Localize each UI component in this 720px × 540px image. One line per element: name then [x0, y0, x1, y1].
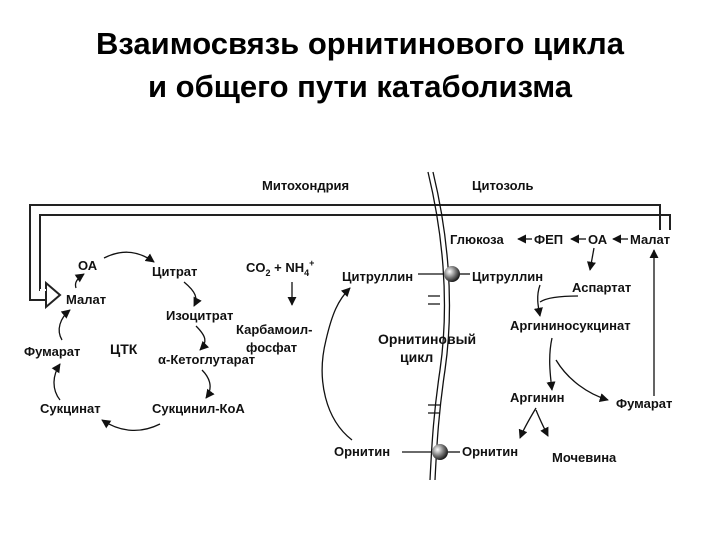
- cyto-ornithine: Орнитин: [462, 444, 518, 459]
- tca-malate: Малат: [66, 292, 106, 307]
- arrow-oa-aspartate: [586, 247, 596, 271]
- arrow-oa-citrate: [103, 251, 155, 263]
- mito-ornithine: Орнитин: [334, 444, 390, 459]
- co2-nh4-label: CO2 + NH4+: [246, 258, 314, 278]
- cyto-argininosuccinate: Аргининосукцинат: [510, 318, 631, 333]
- cyto-malate: Малат: [630, 232, 670, 247]
- arrow-ketoglutarate-succinylcoa: [201, 369, 215, 399]
- membrane-bracket-upper: [428, 295, 440, 305]
- arrow-argininosuccinate-arginine: [546, 337, 556, 391]
- tca-isocitrate: Изоцитрат: [166, 308, 233, 323]
- tca-center-label: ЦТК: [110, 341, 138, 357]
- ketoglutarate-text: -Кетоглутарат: [166, 352, 255, 367]
- arrow-fumarate-branch: [555, 359, 609, 403]
- arrow-succinate-fumarate: [51, 363, 61, 401]
- membrane-bracket-lower: [428, 404, 440, 414]
- tca-ketoglutarate: α-Кетоглутарат: [158, 352, 255, 367]
- arrow-isocitrate-ketoglutarate: [195, 325, 210, 351]
- arrow-succinylcoa-succinate: [101, 419, 161, 432]
- arrow-arginine-ornithine: [518, 407, 537, 439]
- carbamoyl-phosphate-line2: фосфат: [246, 340, 297, 355]
- cyto-aspartate: Аспартат: [572, 280, 631, 295]
- ornithine-cycle-line1: Орнитиновый: [378, 331, 476, 347]
- arrow-arginine-urea: [535, 409, 549, 437]
- alpha-symbol: α: [158, 352, 166, 367]
- cyto-glucose: Глюкоза: [450, 232, 504, 247]
- mitochondria-label: Митохондрия: [262, 178, 349, 193]
- cyto-urea: Мочевина: [552, 450, 617, 465]
- tca-succinyl-coa: Сукцинил-КоА: [152, 401, 245, 416]
- arrow-ornithine-citrulline: [321, 287, 353, 441]
- mito-citrulline: Цитруллин: [342, 269, 413, 284]
- arrow-citrulline-argininosuccinate: [533, 284, 543, 317]
- cyto-citrulline: Цитруллин: [472, 269, 543, 284]
- tca-oa: ОА: [78, 258, 98, 273]
- title-line-1: Взаимосвязь орнитинового цикла: [96, 26, 624, 61]
- arrow-citrate-isocitrate: [183, 281, 202, 307]
- ornithine-cycle-line2: цикл: [400, 349, 433, 365]
- tca-succinate: Сукцинат: [40, 401, 101, 416]
- cytosol-label: Цитозоль: [472, 178, 533, 193]
- title-line-2: и общего пути катаболизма: [147, 69, 573, 104]
- malate-return-arrowhead: [45, 280, 62, 310]
- cyto-pep: ФЕП: [534, 232, 563, 247]
- citrulline-transporter: [444, 266, 460, 282]
- slide-title: Взаимосвязь орнитинового цикла и общего …: [0, 22, 720, 108]
- cyto-arginine: Аргинин: [510, 390, 564, 405]
- arrow-fumarate-malate: [58, 309, 71, 341]
- tca-citrate: Цитрат: [152, 264, 197, 279]
- cyto-oa: ОА: [588, 232, 608, 247]
- tca-fumarate: Фумарат: [24, 344, 80, 359]
- arrow-malate-oa: [74, 273, 85, 289]
- arrow-aspartate-merge: [539, 295, 579, 303]
- mitochondrial-membrane: [427, 171, 446, 481]
- ornithine-transporter: [432, 444, 448, 460]
- cyto-fumarate: Фумарат: [616, 396, 672, 411]
- carbamoyl-phosphate-line1: Карбамоил-: [236, 322, 313, 337]
